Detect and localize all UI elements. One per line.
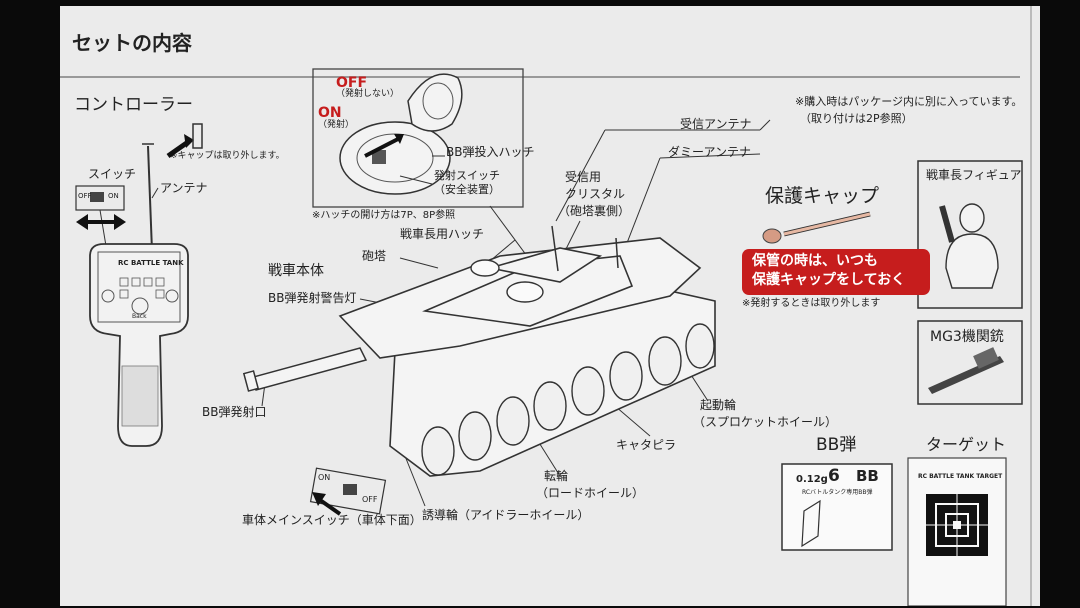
crystal-label-2: クリスタル: [565, 187, 626, 201]
page-edge: [1030, 6, 1032, 606]
receiver-antenna-label: 受信アンテナ: [680, 117, 752, 131]
manual-page: セットの内容 コントローラー ※キャップは取り外します。 スイッチ アンテナ: [60, 6, 1040, 606]
package-note: ※購入時はパッケージ内に別に入っています。: [795, 95, 1023, 108]
road-wheel-label-2: （ロードホイール）: [536, 486, 645, 500]
bb-unit: BB: [856, 467, 879, 485]
switch-on-text: ON: [108, 192, 119, 200]
target-label: RC BATTLE TANK TARGET: [918, 473, 1003, 480]
switch-label: スイッチ: [88, 167, 137, 181]
bb-weight: 0.12g: [796, 474, 828, 485]
cap-note: ※キャップは取り外します。: [170, 151, 285, 161]
sprocket-label-2: （スプロケットホイール）: [693, 415, 838, 429]
hatch-on-sub: （発射）: [318, 120, 355, 130]
main-switch-off: OFF: [362, 495, 378, 504]
road-wheel-label: 転輪: [544, 469, 569, 483]
controller-brand: RC BATTLE TANK: [118, 259, 184, 267]
hatch-off-label: OFF: [336, 75, 368, 91]
tank-body-label: 戦車本体: [268, 263, 324, 279]
controller-back-text: Back: [132, 313, 147, 320]
page-title: セットの内容: [72, 31, 192, 55]
bb-hatch-label: BB弾投入ハッチ: [446, 145, 535, 159]
cap-warning: 保管の時は、いつも 保護キャップをしておく: [742, 249, 930, 295]
crystal-label: 受信用: [565, 170, 602, 184]
main-switch-label: 車体メインスイッチ（車体下面）: [242, 513, 422, 527]
crystal-label-3: （砲塔裏側）: [558, 204, 631, 218]
mg-heading: MG3機関銃: [930, 329, 1004, 345]
hatch-off-sub: （発射しない）: [336, 89, 400, 99]
cap-note: ※発射するときは取り外します: [742, 298, 881, 309]
bb-size: 6: [828, 466, 840, 486]
fire-switch-label: 発射スイッチ: [434, 169, 500, 182]
controller-heading: コントローラー: [74, 95, 193, 115]
cap-warning-line-2: 保護キャップをしておく: [752, 271, 906, 288]
cap-warning-line-1: 保管の時は、いつも: [752, 253, 878, 269]
cap-heading: 保護キャップ: [765, 185, 880, 207]
hatch-note: ※ハッチの開け方は7P、8P参照: [312, 210, 456, 221]
figure-heading: 戦車長フィギュア: [926, 168, 1022, 182]
bb-sub: RCバトルタンク専用BB弾: [802, 489, 873, 496]
track-label: キャタピラ: [616, 438, 677, 452]
dummy-antenna-label: ダミーアンテナ: [668, 145, 752, 159]
package-note-2: （取り付けは2P参照）: [800, 112, 913, 125]
muzzle-label: BB弾発射口: [202, 405, 267, 419]
line-illustrations: [75, 68, 1023, 606]
idler-label: 誘導輪（アイドラーホイール）: [422, 508, 590, 522]
antenna-label: アンテナ: [160, 181, 208, 195]
sprocket-label: 起動輪: [700, 398, 737, 412]
target-heading: ターゲット: [926, 435, 1007, 454]
main-switch-on: ON: [318, 473, 331, 482]
bb-heading: BB弾: [816, 435, 857, 455]
commander-hatch-label: 戦車長用ハッチ: [400, 227, 485, 241]
fire-switch-sub: （安全装置）: [434, 183, 500, 196]
hatch-on-label: ON: [318, 105, 342, 121]
turret-label: 砲塔: [362, 249, 387, 263]
title-rule: [60, 76, 1020, 78]
warning-light-label: BB弾発射警告灯: [268, 291, 357, 305]
switch-off-text: OFF: [78, 192, 92, 200]
